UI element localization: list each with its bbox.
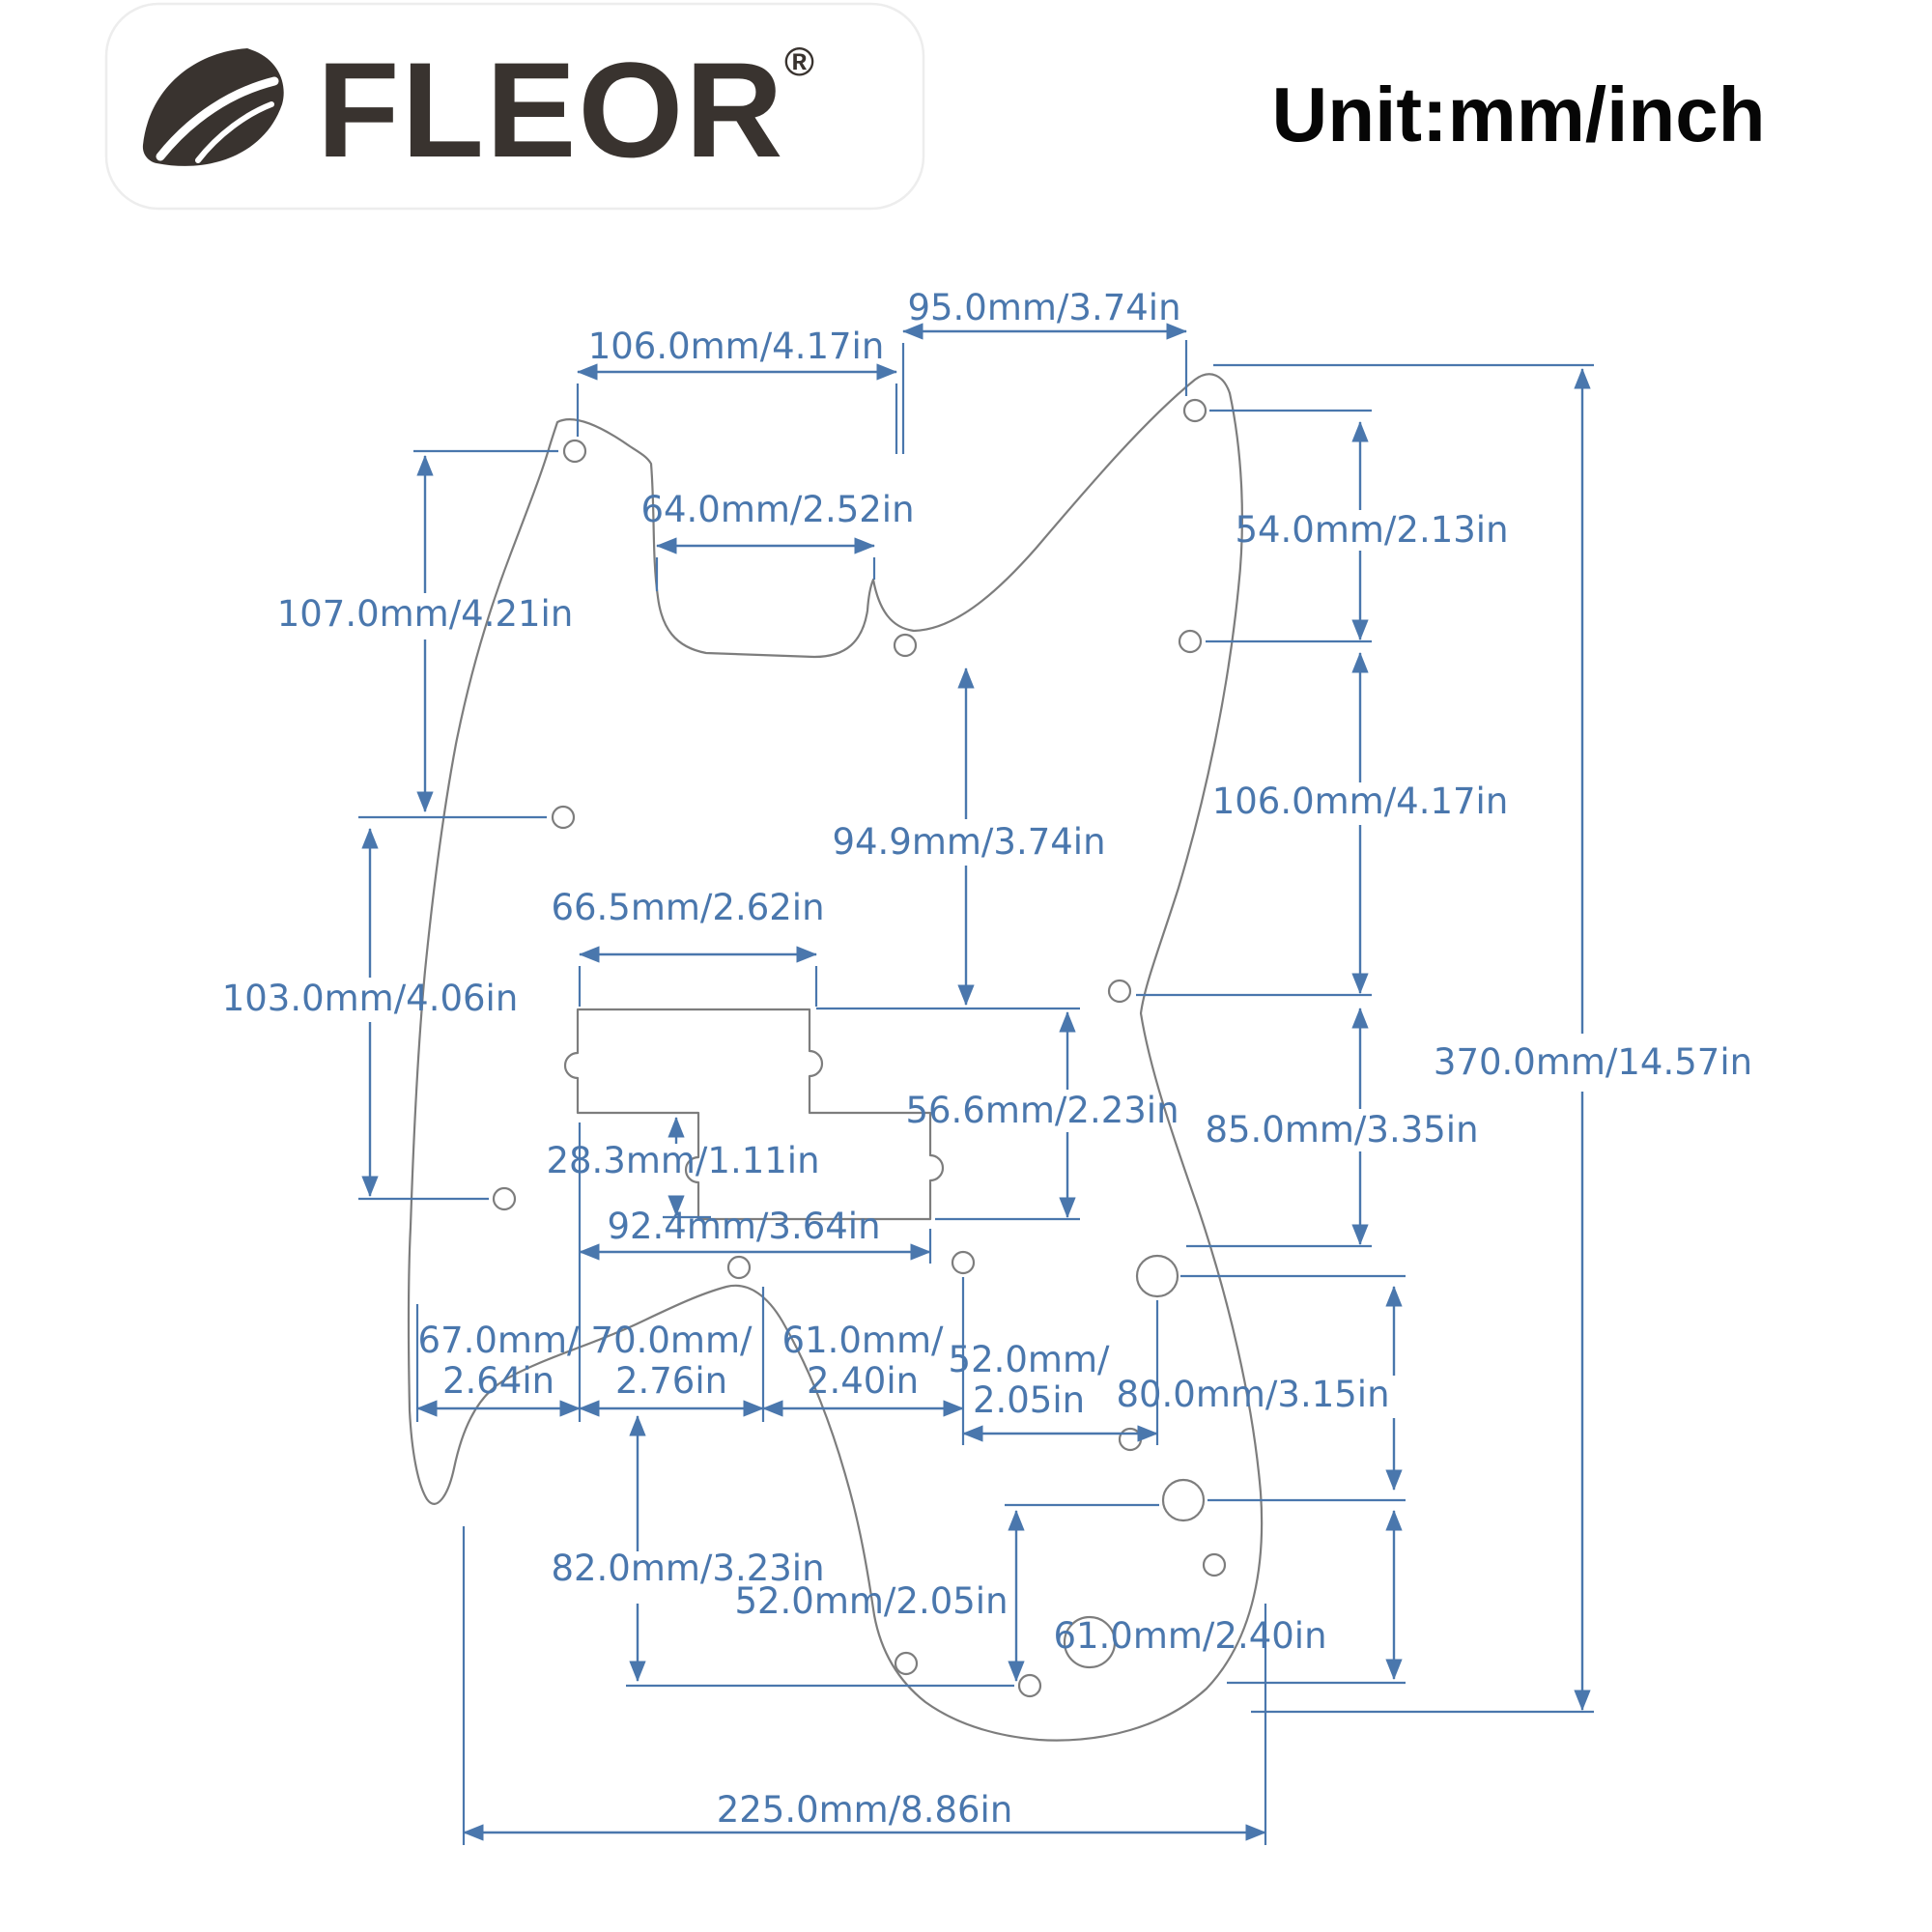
registered-trademark-mark: ® [784, 39, 814, 84]
dim-right-upper-label: 54.0mm/2.13in [1235, 509, 1508, 551]
dim-chain-52-label-line2: 2.05in [973, 1379, 1085, 1421]
dim-chain-70-label-line1: 70.0mm/ [591, 1320, 753, 1361]
dim-top-width-label: 95.0mm/3.74in [907, 287, 1180, 328]
screw-hole [1202, 1552, 1227, 1577]
screw-hole [1017, 1673, 1042, 1698]
dim-right-lower-label: 85.0mm/3.35in [1205, 1109, 1478, 1151]
screw-hole [551, 805, 576, 830]
screw-hole [1107, 979, 1132, 1004]
extension-lines [358, 340, 1594, 1845]
dim-pickup-upper-width-label: 66.5mm/2.62in [551, 887, 824, 928]
dim-pickup-width-label: 92.4mm/3.64in [607, 1206, 880, 1247]
dim-pickup-height-label: 56.6mm/2.23in [905, 1090, 1179, 1131]
logo-card [104, 2, 925, 211]
unit-title: Unit:mm/inch [1271, 71, 1765, 157]
brand-name: FLEOR [317, 34, 784, 185]
fleor-leaf-icon [142, 48, 284, 166]
screw-hole [893, 633, 918, 658]
dim-left-upper-label: 107.0mm/4.21in [277, 593, 574, 635]
dim-bottom-left-label: 82.0mm/3.23in [551, 1548, 824, 1589]
pot-hole [1135, 1254, 1179, 1298]
dimension-lines [361, 323, 1591, 1841]
dim-total-height-label: 370.0mm/14.57in [1434, 1041, 1752, 1083]
dim-chain-67-label-line1: 67.0mm/ [418, 1320, 580, 1361]
dim-chain-52-label-line1: 52.0mm/ [949, 1339, 1110, 1380]
pickup-cutout [563, 1008, 945, 1221]
pot-hole [1161, 1478, 1206, 1522]
dim-pot-span-label: 80.0mm/3.15in [1116, 1374, 1389, 1415]
dim-right-mid-label: 106.0mm/4.17in [1212, 781, 1509, 822]
dim-left-lower-label: 103.0mm/4.06in [222, 978, 519, 1019]
mounting-holes [492, 398, 1227, 1698]
screw-hole [1178, 629, 1203, 654]
screw-hole [894, 1651, 919, 1676]
dim-horn-to-pocket-label: 106.0mm/4.17in [588, 326, 885, 367]
jack-hole [1063, 1615, 1117, 1669]
dim-pocket-width-label: 64.0mm/2.52in [640, 489, 914, 530]
dim-chain-61-label-line2: 2.40in [807, 1360, 919, 1402]
dim-pickup-step-label: 28.3mm/1.11in [546, 1140, 819, 1181]
dim-chain-70-label-line2: 2.76in [615, 1360, 727, 1402]
dim-chain-67-label-line2: 2.64in [442, 1360, 554, 1402]
screw-hole [562, 439, 587, 464]
dimension-labels: 95.0mm/3.74in 106.0mm/4.17in 64.0mm/2.52… [222, 287, 1752, 1831]
dim-bottom-width-label: 225.0mm/8.86in [717, 1789, 1013, 1831]
screw-hole [726, 1255, 752, 1280]
dim-chain-61-label-line1: 61.0mm/ [782, 1320, 944, 1361]
screw-hole [1118, 1427, 1143, 1452]
dim-pocket-to-pickup-label: 94.9mm/3.74in [832, 821, 1105, 863]
pickguard-outline [407, 373, 1264, 1742]
screw-hole [951, 1250, 976, 1275]
screw-hole [492, 1186, 517, 1211]
dim-bottom-61-label: 61.0mm/2.40in [1053, 1615, 1326, 1657]
dim-bottom-52-label: 52.0mm/2.05in [734, 1580, 1008, 1622]
screw-hole [1182, 398, 1208, 423]
